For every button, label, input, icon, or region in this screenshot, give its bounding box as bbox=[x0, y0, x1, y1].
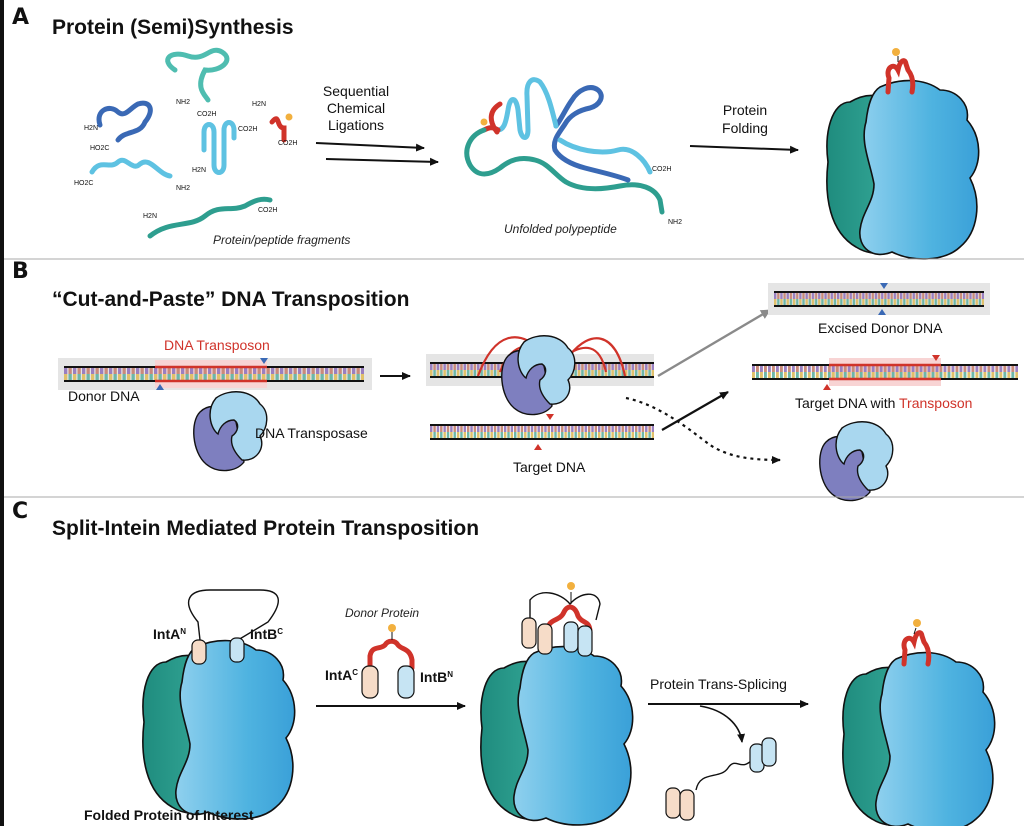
dna-transposase-label: DNA Transposase bbox=[255, 425, 368, 441]
folding-label-1: Protein bbox=[723, 102, 767, 118]
target-with-prefix: Target DNA with bbox=[795, 395, 899, 411]
donor-payload-dot bbox=[388, 624, 396, 632]
inta-n-text: IntA bbox=[153, 626, 180, 642]
panel-c-letter: C bbox=[12, 499, 28, 524]
inta-n-intein bbox=[191, 639, 207, 665]
h2n-label: H2N bbox=[84, 125, 98, 132]
intb-n-sup: N bbox=[447, 670, 453, 679]
ligation-arrow-1 bbox=[315, 142, 425, 152]
co2h-label-2: CO2H bbox=[238, 126, 257, 133]
inta-c-label: IntAC bbox=[325, 667, 358, 683]
intermediate-protein bbox=[480, 645, 634, 826]
trans-splicing-label: Protein Trans-Splicing bbox=[650, 676, 787, 692]
folded-protein-a bbox=[826, 79, 980, 260]
payload-loop-a bbox=[885, 58, 916, 95]
inta-n-label: IntAN bbox=[153, 626, 186, 642]
arrow-insert bbox=[661, 391, 729, 431]
panel-a: A Protein (Semi)Synthesis NH2 CO2H H2N H… bbox=[12, 5, 980, 260]
panel-b-title: “Cut-and-Paste” DNA Transposition bbox=[52, 288, 409, 311]
folding-arrow bbox=[689, 145, 799, 154]
target-dna-label: Target DNA bbox=[513, 459, 586, 475]
ligation-label-3: Ligations bbox=[328, 117, 384, 133]
unfolded-caption: Unfolded polypeptide bbox=[504, 222, 617, 236]
target-with-transposon-dna bbox=[750, 363, 1020, 381]
nh2-label: NH2 bbox=[176, 99, 190, 106]
intb-n-label: IntBN bbox=[420, 669, 453, 685]
h2n-label-3: H2N bbox=[252, 101, 266, 108]
peptide-fragments bbox=[89, 47, 287, 239]
intb-n-intein bbox=[397, 665, 415, 699]
payload-dot bbox=[285, 113, 293, 121]
dna-transposon-label: DNA Transposon bbox=[164, 337, 270, 353]
donor-dna-label: Donor DNA bbox=[68, 388, 140, 404]
intb-c-text: IntB bbox=[250, 626, 277, 642]
h2n-label-4: H2N bbox=[143, 213, 157, 220]
left-edge-bar bbox=[0, 0, 4, 826]
inta-n-sup: N bbox=[180, 627, 186, 636]
excised-donor-label: Excised Donor DNA bbox=[818, 320, 943, 336]
transposon-word: Transposon bbox=[899, 395, 972, 411]
target-with-transposon-label: Target DNA with Transposon bbox=[795, 395, 972, 411]
unfolded-co2h: CO2H bbox=[652, 166, 671, 173]
final-payload-dot bbox=[913, 619, 921, 627]
panel-c-title: Split-Intein Mediated Protein Transposit… bbox=[52, 517, 479, 540]
termini-labels: NH2 CO2H H2N HO2C HO2C NH2 H2N CO2H H2N … bbox=[74, 99, 297, 220]
ligation-arrow-2 bbox=[325, 157, 439, 166]
intermediate-payload-dot bbox=[567, 582, 575, 590]
inta-c-sup: C bbox=[352, 668, 358, 677]
nh2-label-2: NH2 bbox=[176, 185, 190, 192]
arrow-excise bbox=[657, 308, 771, 378]
donor-dna bbox=[62, 365, 366, 383]
ho2c-label-2: HO2C bbox=[74, 180, 93, 187]
h2n-label-2: H2N bbox=[192, 167, 206, 174]
co2h-label-3: CO2H bbox=[278, 140, 297, 147]
folding-label-2: Folding bbox=[722, 120, 768, 136]
intb-c-intein bbox=[229, 637, 245, 663]
protein-of-interest bbox=[142, 639, 296, 820]
ligation-label-1: Sequential bbox=[323, 83, 389, 99]
inta-c-intein bbox=[361, 665, 379, 699]
intb-c-sup: C bbox=[277, 627, 283, 636]
panel-a-letter: A bbox=[12, 5, 29, 30]
donor-protein-label: Donor Protein bbox=[345, 606, 419, 620]
transposase-complex bbox=[501, 335, 576, 416]
panel-c: C Split-Intein Mediated Protein Transpos… bbox=[12, 499, 996, 826]
payload-dot-a bbox=[892, 48, 900, 56]
spliced-inta bbox=[665, 787, 681, 819]
final-payload-loop bbox=[901, 630, 932, 667]
unfolded-polypeptide bbox=[464, 77, 665, 215]
ligation-label-2: Chemical bbox=[327, 100, 385, 116]
panel-b-letter: B bbox=[12, 259, 29, 284]
unfolded-payload-dot bbox=[480, 118, 488, 126]
intb-c-label: IntBC bbox=[250, 626, 283, 642]
arrow-release bbox=[625, 396, 781, 464]
unfolded-nh2: NH2 bbox=[668, 219, 682, 226]
excised-dna bbox=[772, 290, 986, 308]
inta-c-text: IntA bbox=[325, 667, 352, 683]
co2h-label-4: CO2H bbox=[258, 207, 277, 214]
panel-b: B “Cut-and-Paste” DNA Transposition DNA … bbox=[12, 259, 1020, 502]
fragments-caption: Protein/peptide fragments bbox=[213, 233, 350, 247]
final-protein bbox=[842, 651, 996, 826]
panel-a-title: Protein (Semi)Synthesis bbox=[52, 16, 294, 39]
intb-n-text: IntB bbox=[420, 669, 447, 685]
ho2c-label: HO2C bbox=[90, 145, 109, 152]
co2h-label: CO2H bbox=[197, 111, 216, 118]
target-dna bbox=[428, 423, 656, 441]
transposase-released bbox=[819, 421, 894, 502]
folded-poi-label: Folded Protein of Interest bbox=[84, 807, 254, 823]
